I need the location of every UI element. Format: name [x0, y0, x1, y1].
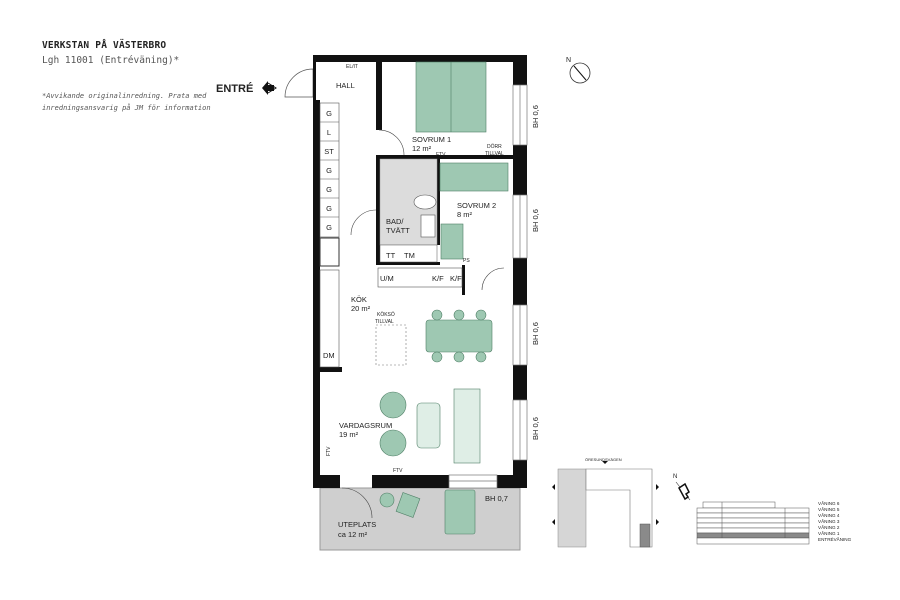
storage-label: G — [326, 109, 332, 118]
bathroom-label: TVÄTT — [386, 226, 410, 235]
desk — [440, 223, 464, 260]
window-labels: BH 0,6 BH 0,6 BH 0,6 BH 0,6 BH 0,7 — [485, 105, 540, 503]
door-option-label: TILLVAL — [485, 151, 504, 157]
tt-label: TT — [386, 251, 396, 260]
patio-chair — [395, 492, 421, 518]
window-label: BH 0,7 — [485, 494, 508, 503]
island-option-label: TILLVAL — [375, 319, 394, 325]
compass-icon: N — [566, 57, 591, 84]
armchair — [379, 429, 407, 457]
project-title: VERKSTAN PÅ VÄSTERBRO — [42, 40, 167, 51]
laundry-area — [379, 244, 438, 263]
storage-column: G L ST G G G G DM — [319, 102, 340, 368]
floor-label: VÅNING 5 — [818, 506, 840, 512]
storage-label: L — [327, 128, 331, 137]
walls — [313, 55, 527, 488]
entrance-arrow-icon — [262, 81, 277, 95]
storage-label: G — [326, 223, 332, 232]
window-label: BH 0,6 — [531, 105, 540, 128]
tm-label: TM — [404, 251, 415, 260]
floor-label: VÅNING 3 — [818, 518, 840, 524]
north-arrow-icon: N — [673, 474, 691, 501]
wardrobe — [439, 162, 509, 192]
room-area-sovrum2: 8 m² — [457, 210, 473, 219]
patio-dining-table — [444, 489, 476, 535]
sofa — [453, 388, 481, 464]
armchair — [379, 391, 407, 419]
ftv-label: FTV — [393, 468, 403, 474]
ftv-label: FTV — [436, 152, 446, 158]
storage-label: ST — [324, 147, 334, 156]
dining-table — [425, 319, 493, 353]
dishwasher-label: DM — [323, 351, 335, 360]
site-plan: ÖRESUNDSVÄGEN — [552, 457, 659, 548]
room-name-sovrum2: SOVRUM 2 — [457, 201, 496, 210]
island-option-label: KÖKSÖ — [377, 311, 395, 318]
storage-label: G — [326, 204, 332, 213]
compass-label: N — [566, 57, 571, 64]
street-label: ÖRESUNDSVÄGEN — [585, 457, 622, 462]
window-label: BH 0,6 — [531, 209, 540, 232]
kf-label: K/F — [432, 274, 444, 283]
building-elevation — [696, 501, 810, 545]
floor-label: VÅNING 4 — [818, 512, 840, 518]
floor-label: ENTRÉVÅNING — [818, 536, 852, 542]
room-name-vardagsrum: VARDAGSRUM — [339, 421, 392, 430]
kitchen-island-option — [375, 324, 407, 366]
window-label: BH 0,6 — [531, 322, 540, 345]
bathroom-label: BAD/ — [386, 217, 404, 226]
patio-table — [379, 492, 395, 508]
elit-label: EL/IT — [346, 64, 358, 70]
entrance-door — [284, 68, 314, 98]
room-name-sovrum1: SOVRUM 1 — [412, 135, 451, 144]
coffee-table — [416, 402, 441, 449]
note-line: inredningsansvarig på JM för information — [42, 104, 211, 112]
toilet — [413, 194, 437, 210]
floor-label: VÅNING 6 — [818, 500, 840, 506]
storage-label: G — [326, 185, 332, 194]
room-area-vardagsrum: 19 m² — [339, 430, 359, 439]
kf-label: K/F — [450, 274, 462, 283]
compass-label: N — [673, 474, 677, 480]
entrance-label: ENTRÉ — [216, 82, 253, 95]
floor-label: VÅNING 2 — [818, 524, 840, 530]
room-name-uteplats: UTEPLATS — [338, 520, 376, 529]
ps-label: PS — [463, 258, 470, 264]
room-name-hall: HALL — [336, 81, 355, 90]
room-area-kok: 20 m² — [351, 304, 371, 313]
floor-label: VÅNING 1 — [818, 530, 840, 536]
um-label: U/M — [380, 274, 394, 283]
furniture — [379, 61, 509, 535]
door-option-label: DÖRR — [487, 143, 502, 150]
room-area-sovrum1: 12 m² — [412, 144, 432, 153]
windows — [448, 84, 528, 489]
storage-label: G — [326, 166, 332, 175]
ftv-label: FTV — [326, 446, 332, 456]
sink — [420, 214, 436, 238]
window-label: BH 0,6 — [531, 417, 540, 440]
apartment-subtitle: Lgh 11001 (Entréväning)* — [42, 55, 180, 66]
note-line: *Avvikande originalinredning. Prata med — [42, 92, 207, 100]
room-name-kok: KÖK — [351, 295, 367, 304]
room-area-uteplats: ca 12 m² — [338, 530, 368, 539]
floor-legend: VÅNING 6 VÅNING 5 VÅNING 4 VÅNING 3 VÅNI… — [818, 500, 852, 542]
kitchen-counter — [377, 267, 463, 288]
disclaimer-note: *Avvikande originalinredning. Prata med … — [42, 90, 211, 114]
